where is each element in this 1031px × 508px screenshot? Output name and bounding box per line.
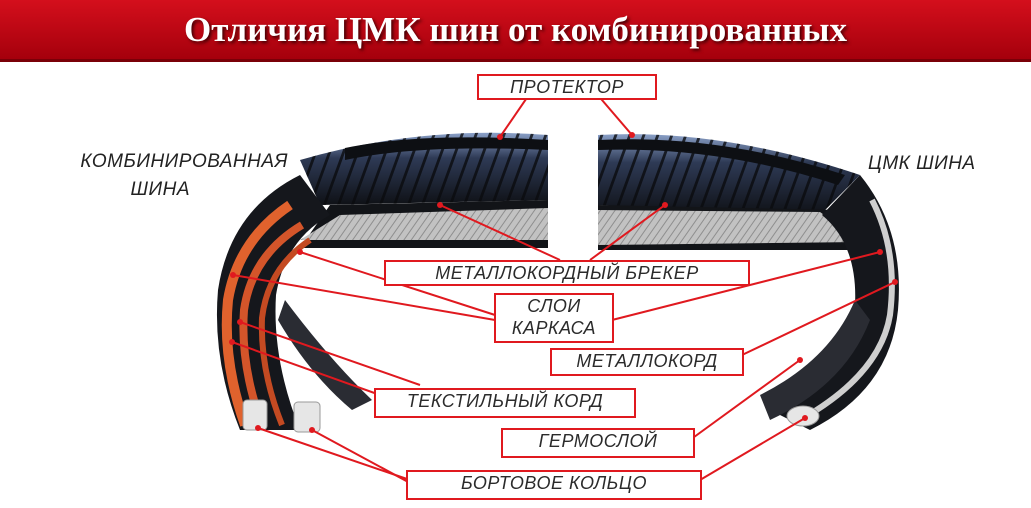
combined-tire-cutaway xyxy=(216,132,548,433)
combined-tire-label-line-1: КОМБИНИРОВАННАЯ xyxy=(80,151,288,172)
callout-carcass-line-1: СЛОИ xyxy=(527,296,581,316)
callout-tread: ПРОТЕКТОР xyxy=(477,74,657,100)
left-inner-rubber xyxy=(278,300,372,410)
left-textile-ply-2 xyxy=(239,221,305,427)
right-inner-liner xyxy=(760,300,870,420)
callout-inner-liner: ГЕРМОСЛОЙ xyxy=(501,428,695,458)
callout-textile-cord: ТЕКСТИЛЬНЫЙ КОРД xyxy=(374,388,636,418)
left-textile-ply-3 xyxy=(258,237,312,427)
combined-tire-label-line-2: ШИНА xyxy=(130,179,190,200)
page-title: Отличия ЦМК шин от комбинированных xyxy=(184,10,847,49)
callout-dots xyxy=(229,132,898,433)
callout-bead-ring: БОРТОВОЕ КОЛЬЦО xyxy=(406,470,702,500)
callout-carcass-line-2: КАРКАСА xyxy=(511,318,597,338)
callout-steel-cord: МЕТАЛЛОКОРД xyxy=(550,348,744,376)
left-bead-ring-1 xyxy=(242,399,268,431)
callout-steel-breaker: МЕТАЛЛОКОРДНЫЙ БРЕКЕР xyxy=(384,260,750,286)
left-bead-ring-2 xyxy=(293,401,321,433)
right-steel-cord-ply xyxy=(798,198,895,423)
right-steel-breaker xyxy=(598,210,862,245)
callout-lines xyxy=(231,85,896,484)
left-steel-breaker xyxy=(300,208,548,240)
combined-tire-label: КОМБИНИРОВАННАЯ ШИНА xyxy=(18,148,288,204)
cmk-tire-cutaway xyxy=(598,134,899,430)
left-textile-ply-1 xyxy=(221,200,293,427)
title-bar: Отличия ЦМК шин от комбинированных xyxy=(0,0,1031,62)
callout-carcass-layers: СЛОИ КАРКАСА xyxy=(494,293,614,343)
cmk-tire-label: ЦМК ШИНА xyxy=(868,153,976,174)
